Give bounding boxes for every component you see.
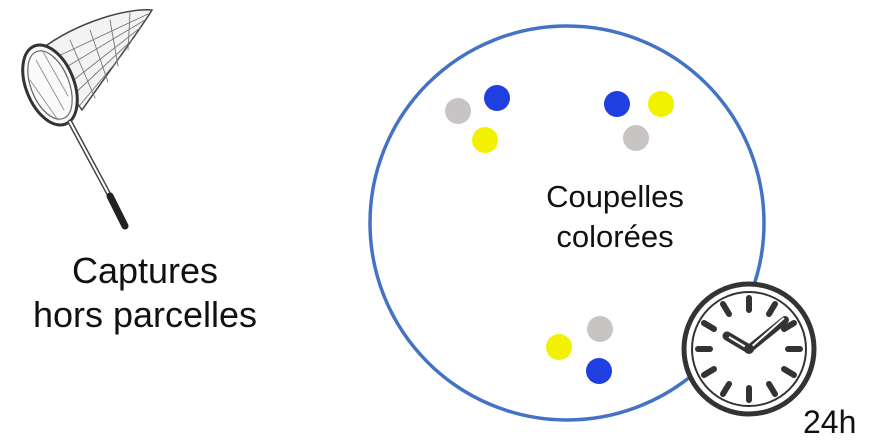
gray-cup: [623, 125, 649, 151]
gray-cup: [587, 316, 613, 342]
dish-caption-line1: Coupelles: [546, 179, 684, 214]
dish-caption: Coupelles colorées: [500, 177, 730, 257]
clock-icon: [681, 281, 817, 417]
yellow-cup: [546, 334, 572, 360]
butterfly-net-icon: [21, 9, 154, 230]
blue-cup: [484, 85, 510, 111]
blue-cup: [586, 358, 612, 384]
dish-caption-line2: colorées: [556, 219, 674, 254]
timer-label: 24h: [803, 404, 857, 440]
yellow-cup: [648, 91, 674, 117]
dish-ring: [368, 24, 766, 422]
net-caption-line2: hors parcelles: [32, 294, 258, 335]
blue-cup: [604, 91, 630, 117]
cup-cluster-top-left: [445, 85, 510, 153]
cup-cluster-top-right: [604, 91, 674, 151]
cup-cluster-bottom: [546, 316, 613, 384]
net-caption: Captures hors parcelles: [20, 249, 270, 337]
net-caption-line1: Captures: [71, 250, 219, 291]
gray-cup: [445, 98, 471, 124]
yellow-cup: [472, 127, 498, 153]
